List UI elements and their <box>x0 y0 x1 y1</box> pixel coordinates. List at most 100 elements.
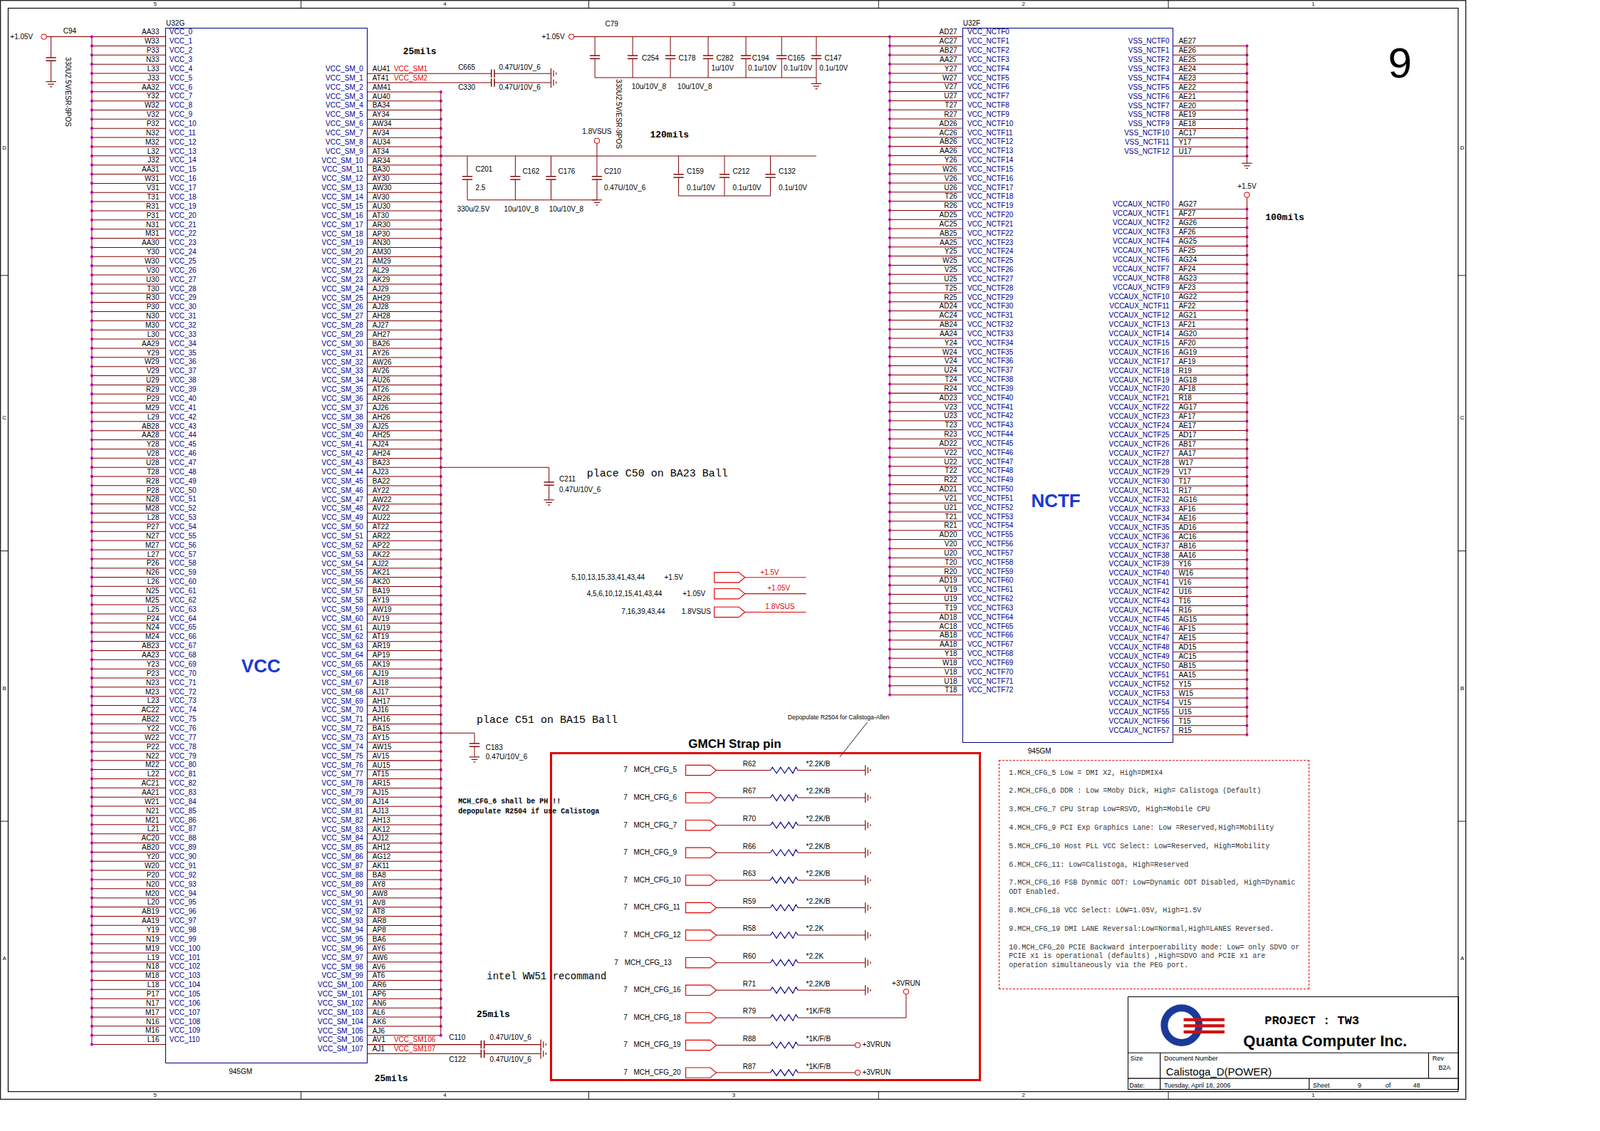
ball-number: AH24 <box>372 450 391 458</box>
pin-name: VCC_SM_103 <box>317 1009 364 1017</box>
annotation: 0.47U/10V_6 <box>498 64 540 72</box>
pin-name: VCC_21 <box>169 221 197 229</box>
wire <box>91 577 166 578</box>
ball-number: AY15 <box>372 734 390 742</box>
wire <box>1173 346 1247 348</box>
pin-name: VCC_NCTF65 <box>967 623 1014 631</box>
ground-symbol <box>553 70 555 77</box>
offpage-connector <box>686 765 717 776</box>
pin-name: VCC_SM_9 <box>325 148 364 156</box>
wire <box>716 962 771 964</box>
wire <box>1173 430 1247 431</box>
capacitor-symbol <box>490 78 492 87</box>
part-value: *1K/F/B <box>806 1008 831 1016</box>
pin-name: VCC_NCTF8 <box>967 101 1010 109</box>
ground-symbol <box>867 795 869 802</box>
ball-number: AP8 <box>372 926 387 934</box>
ball-number: W16 <box>1178 569 1194 578</box>
wire <box>1173 688 1247 690</box>
pin-name: VCC_98 <box>169 926 197 934</box>
pin-name: VCC_2 <box>169 47 193 55</box>
wire <box>724 177 726 196</box>
annotation: 330u/2.5V <box>457 205 491 214</box>
ball-number: P28 <box>146 487 160 495</box>
wire <box>1173 217 1247 219</box>
wire <box>708 58 709 77</box>
pin-name: VCC_78 <box>169 743 197 751</box>
annotation: 2.5 <box>475 184 486 192</box>
sheet-number: 9 <box>1388 42 1412 85</box>
pin-name: VCC_NCTF2 <box>967 47 1010 55</box>
ball-number: AD25 <box>939 211 958 219</box>
wire <box>91 567 166 569</box>
wire <box>889 182 963 184</box>
pin-name: VCCAUX_NCTF3 <box>1112 228 1170 236</box>
wire <box>716 797 771 799</box>
ball-number: V27 <box>944 83 958 91</box>
ball-number: V25 <box>944 266 958 274</box>
ball-number: L29 <box>147 413 160 422</box>
ball-number: U18 <box>943 678 957 686</box>
wire <box>91 934 166 936</box>
sheet-reference: 7 <box>623 766 628 774</box>
ball-number: AJ16 <box>372 706 389 714</box>
wire <box>889 612 963 614</box>
ball-number: V32 <box>146 111 160 119</box>
pin-name: VCC_108 <box>169 1018 201 1026</box>
pin-name: VCCAUX_NCTF16 <box>1108 349 1170 357</box>
ball-number: V19 <box>944 586 958 594</box>
ball-number: Y24 <box>944 339 958 347</box>
pin-name: VSS_NCTF0 <box>1128 37 1170 45</box>
ball-number: AE27 <box>1178 37 1196 45</box>
wire <box>1173 45 1247 47</box>
wire <box>1173 365 1247 367</box>
wire <box>716 824 771 826</box>
ground-symbol <box>867 877 869 885</box>
capacitor-symbol <box>740 54 751 56</box>
pin-name: VCC_NCTF57 <box>967 549 1014 558</box>
wire <box>716 852 771 854</box>
capacitor-symbol <box>811 54 822 56</box>
pin-name: VCC_SM_70 <box>321 706 364 714</box>
pin-name: VCC_66 <box>169 633 197 641</box>
pin-name: VCC_7 <box>169 92 193 100</box>
zone-tick <box>1168 1092 1170 1100</box>
wire <box>1173 642 1247 644</box>
pin-name: VCC_SM_34 <box>321 376 364 384</box>
wire <box>889 72 963 74</box>
wire <box>797 907 866 909</box>
annotation: 4,5,6,10,12,15,41,43,44 <box>586 590 663 598</box>
wire <box>678 177 679 196</box>
signal-name: MCH_CFG_5 <box>634 766 678 774</box>
node-text: Date: <box>1129 1082 1145 1089</box>
pin-name: VCC_SM_27 <box>321 312 364 320</box>
resistor-symbol <box>770 932 798 939</box>
ball-number: AF22 <box>1178 302 1196 310</box>
ball-number: L18 <box>147 981 160 989</box>
wire <box>670 58 672 77</box>
node-text: Sheet <box>1312 1082 1331 1089</box>
ground-symbol <box>864 765 866 776</box>
ball-number: AB24 <box>939 321 957 329</box>
power-port <box>41 34 47 40</box>
wire <box>1173 292 1247 293</box>
ball-number: W18 <box>942 659 958 667</box>
node-text: 945GM <box>228 1068 253 1076</box>
ball-number: P24 <box>146 615 160 623</box>
pin-name: VCC_SM_74 <box>321 743 364 751</box>
zone-tick <box>300 1092 302 1100</box>
annotation: C201 <box>475 165 493 174</box>
node-text: 48 <box>1412 1082 1420 1089</box>
wire <box>91 861 166 862</box>
wire <box>367 503 441 505</box>
ball-number: AE24 <box>1178 65 1196 73</box>
wire <box>367 925 441 927</box>
wire <box>889 584 963 586</box>
pin-name: VCCAUX_NCTF1 <box>1112 210 1170 218</box>
ball-number: AU30 <box>372 203 391 211</box>
wire <box>367 311 441 313</box>
pin-name: VCC_47 <box>169 459 197 467</box>
wire <box>889 265 963 266</box>
wire <box>1173 118 1247 120</box>
ground-symbol <box>1245 168 1249 169</box>
